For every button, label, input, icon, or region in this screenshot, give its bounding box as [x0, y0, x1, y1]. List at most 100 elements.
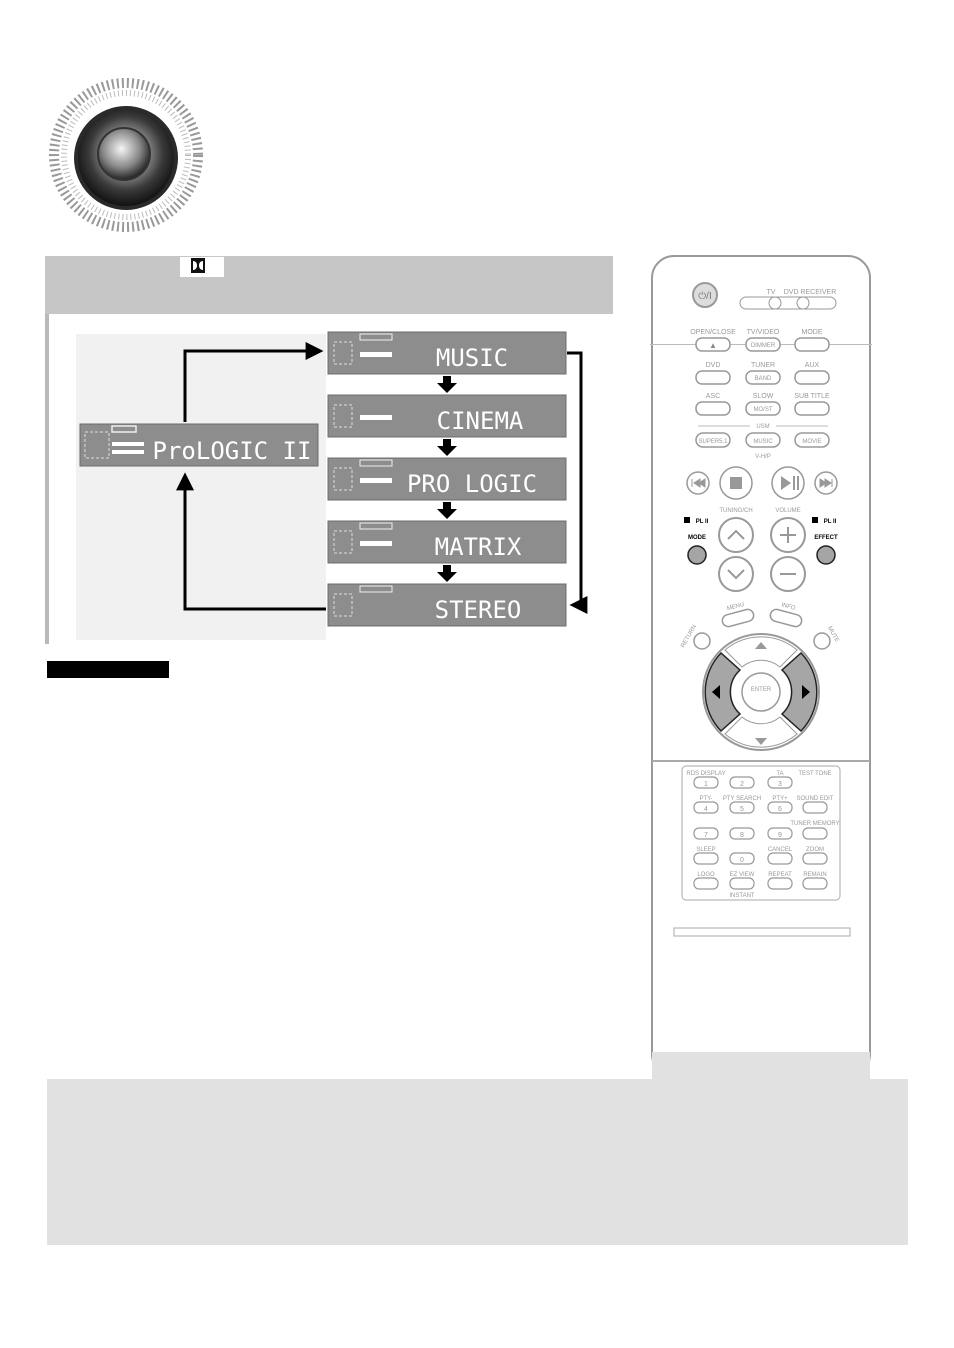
dvd-button[interactable]	[695, 370, 731, 385]
remote-control: ⏻/I TV DVD RECEIVER OPEN/CLOSE TV/VIDEO …	[650, 255, 872, 1080]
svg-text:4: 4	[704, 806, 708, 813]
remain-button[interactable]	[802, 877, 828, 890]
svg-text:EFFECT: EFFECT	[814, 535, 838, 541]
subtitle-button[interactable]	[794, 401, 830, 416]
menu-button[interactable]	[721, 608, 755, 628]
svg-text:3: 3	[778, 781, 782, 788]
movie-button[interactable]	[794, 432, 830, 448]
tuning-up-button[interactable]	[718, 517, 754, 553]
svg-text:9: 9	[778, 832, 782, 839]
triangle-left-icon	[712, 685, 720, 699]
nav-down-button[interactable]	[724, 716, 798, 748]
return-button[interactable]	[693, 632, 711, 650]
pl2-effect-button[interactable]	[816, 545, 836, 565]
tuning-ch-label: TUNING/CH	[719, 508, 752, 514]
next-icon	[819, 478, 833, 488]
tuner-label: TUNER	[751, 362, 775, 369]
svg-text:MODE: MODE	[688, 535, 706, 541]
sound-edit-button[interactable]	[802, 801, 828, 814]
triangle-right-icon	[802, 685, 810, 699]
stop-icon	[730, 477, 742, 489]
key-5[interactable]	[729, 801, 755, 814]
asc-label: ASC	[706, 393, 720, 400]
mode-text: STEREO	[435, 596, 522, 624]
mode-button[interactable]	[794, 337, 830, 352]
usm-label: USM	[756, 424, 769, 430]
key-2[interactable]	[729, 776, 755, 789]
navigation-pad: ENTER	[702, 633, 820, 751]
svg-text:PTY+: PTY+	[772, 796, 788, 802]
aux-label: AUX	[805, 362, 820, 369]
nav-right-button[interactable]	[780, 651, 818, 733]
mo-st-label: MO/ST	[754, 407, 773, 413]
svg-text:TUNER MEMORY: TUNER MEMORY	[790, 821, 839, 827]
svg-text:TA: TA	[776, 771, 783, 777]
key-9[interactable]	[767, 827, 793, 840]
down-arrows	[437, 376, 457, 582]
aux-button[interactable]	[794, 370, 830, 385]
dimmer-label: DIMMER	[751, 343, 776, 349]
key-4[interactable]	[693, 801, 719, 814]
pl2-mode-label-group: PL II MODE	[684, 517, 709, 541]
nav-up-button[interactable]	[724, 636, 798, 668]
svg-text:5: 5	[740, 806, 744, 813]
zoom-button[interactable]	[802, 852, 828, 865]
mute-button[interactable]	[813, 632, 831, 650]
key-1[interactable]	[693, 776, 719, 789]
enter-button[interactable]	[741, 672, 781, 712]
key-0[interactable]	[729, 852, 755, 865]
dvd-receiver-selector[interactable]	[796, 296, 810, 310]
sleep-button[interactable]	[693, 852, 719, 865]
speaker-logo	[49, 78, 203, 232]
mode-text: CINEMA	[437, 407, 524, 435]
key-8[interactable]	[729, 827, 755, 840]
volume-label: VOLUME	[775, 508, 800, 514]
key-3[interactable]	[767, 776, 793, 789]
svg-text:PTY SEARCH: PTY SEARCH	[723, 796, 761, 802]
super51-button[interactable]	[695, 432, 731, 448]
key-6[interactable]	[767, 801, 793, 814]
eject-icon: ▲	[709, 341, 717, 350]
tuner-memory-button[interactable]	[802, 827, 828, 840]
movie-label: MOVIE	[802, 439, 821, 445]
music-button[interactable]	[745, 432, 781, 448]
ez-view-button[interactable]	[729, 877, 755, 890]
asc-button[interactable]	[695, 401, 731, 416]
svg-text:REPEAT: REPEAT	[768, 872, 792, 878]
music-label: MUSIC	[753, 439, 773, 445]
info-label: INFO	[781, 602, 797, 612]
pl2-mode-button[interactable]	[687, 545, 707, 565]
cancel-button[interactable]	[767, 852, 793, 865]
plus-icon	[780, 527, 796, 543]
svg-text:ZOOM: ZOOM	[806, 847, 824, 853]
section-header-band	[45, 256, 613, 314]
tv-selector[interactable]	[768, 296, 782, 310]
open-close-button[interactable]	[695, 337, 731, 352]
svg-text:PTY-: PTY-	[699, 796, 712, 802]
nav-left-button[interactable]	[704, 651, 742, 733]
subtitle-label: SUB TITLE	[794, 393, 830, 400]
svg-text:6: 6	[778, 806, 782, 813]
triangle-down-icon	[755, 738, 767, 745]
power-button[interactable]: ⏻/I	[692, 282, 718, 308]
info-button[interactable]	[769, 608, 803, 628]
display-prologic-ii: ProLOGIC II	[79, 423, 319, 467]
mo-st-button[interactable]	[745, 401, 781, 416]
display-pro-logic: PRO LOGIC	[327, 457, 567, 501]
tv-label: TV	[767, 289, 776, 296]
key-7[interactable]	[693, 827, 719, 840]
logo-button[interactable]	[693, 877, 719, 890]
tuning-down-button[interactable]	[718, 556, 754, 592]
svg-text:1: 1	[704, 781, 708, 788]
dimmer-button[interactable]	[745, 337, 781, 352]
cycle-connectors	[176, 342, 588, 614]
prologic-mode-diagram: ProLOGIC II MUSIC CINEMA PRO LOGIC MATRI…	[76, 331, 588, 640]
display-cinema: CINEMA	[327, 394, 567, 438]
display-text: ProLOGIC II	[153, 437, 312, 465]
dvd-label: DVD	[706, 362, 721, 369]
vhp-label: V-H/P	[755, 454, 771, 460]
band-button[interactable]	[745, 370, 781, 385]
svg-text:REMAIN: REMAIN	[803, 872, 826, 878]
previous-icon	[691, 478, 706, 488]
repeat-button[interactable]	[767, 877, 793, 890]
